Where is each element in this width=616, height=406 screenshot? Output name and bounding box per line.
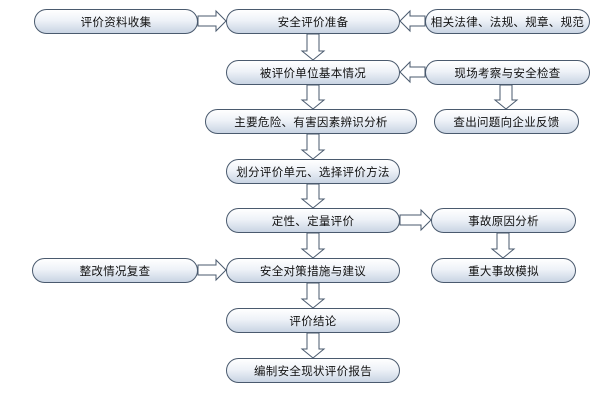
node-measures-suggestions: 安全对策措施与建议 <box>226 258 400 283</box>
node-major-accident-sim: 重大事故模拟 <box>431 258 576 283</box>
arrow-cause-to-simulation <box>490 232 516 259</box>
node-collect-materials: 评价资料收集 <box>34 9 198 34</box>
arrow-eval-to-measures <box>300 232 326 259</box>
arrow-laws-to-prep <box>399 9 426 33</box>
arrow-collect-to-prep <box>197 9 227 33</box>
node-divide-units: 划分评价单元、选择评价方法 <box>226 159 400 184</box>
node-unit-basic-info: 被评价单位基本情况 <box>226 60 400 85</box>
arrow-measures-to-conclusion <box>300 282 326 309</box>
node-report: 编制安全现状评价报告 <box>226 358 400 383</box>
node-safety-prep: 安全评价准备 <box>226 9 400 34</box>
arrow-divide-to-eval <box>300 183 326 209</box>
arrow-inspection-to-feedback <box>493 84 519 110</box>
node-rectify-review: 整改情况复查 <box>32 258 198 283</box>
node-site-inspection: 现场考察与安全检查 <box>425 60 590 85</box>
arrow-eval-to-accident-cause <box>399 208 432 232</box>
node-hazard-identification: 主要危险、有害因素辨识分析 <box>205 109 417 134</box>
arrow-rectify-to-measures <box>197 258 227 282</box>
node-conclusion: 评价结论 <box>226 308 400 333</box>
arrow-inspection-to-basic-info <box>399 60 426 84</box>
node-laws-regs: 相关法律、法规、规章、规范 <box>425 9 590 34</box>
node-qual-quant-eval: 定性、定量评价 <box>226 208 400 233</box>
node-feedback: 查出问题向企业反馈 <box>434 109 579 134</box>
node-accident-cause: 事故原因分析 <box>431 208 576 233</box>
arrow-hazard-to-divide <box>300 133 326 160</box>
arrow-prep-to-basic-info <box>300 33 326 61</box>
arrow-conclusion-to-report <box>300 332 326 359</box>
arrow-basic-info-to-hazard <box>300 84 326 110</box>
